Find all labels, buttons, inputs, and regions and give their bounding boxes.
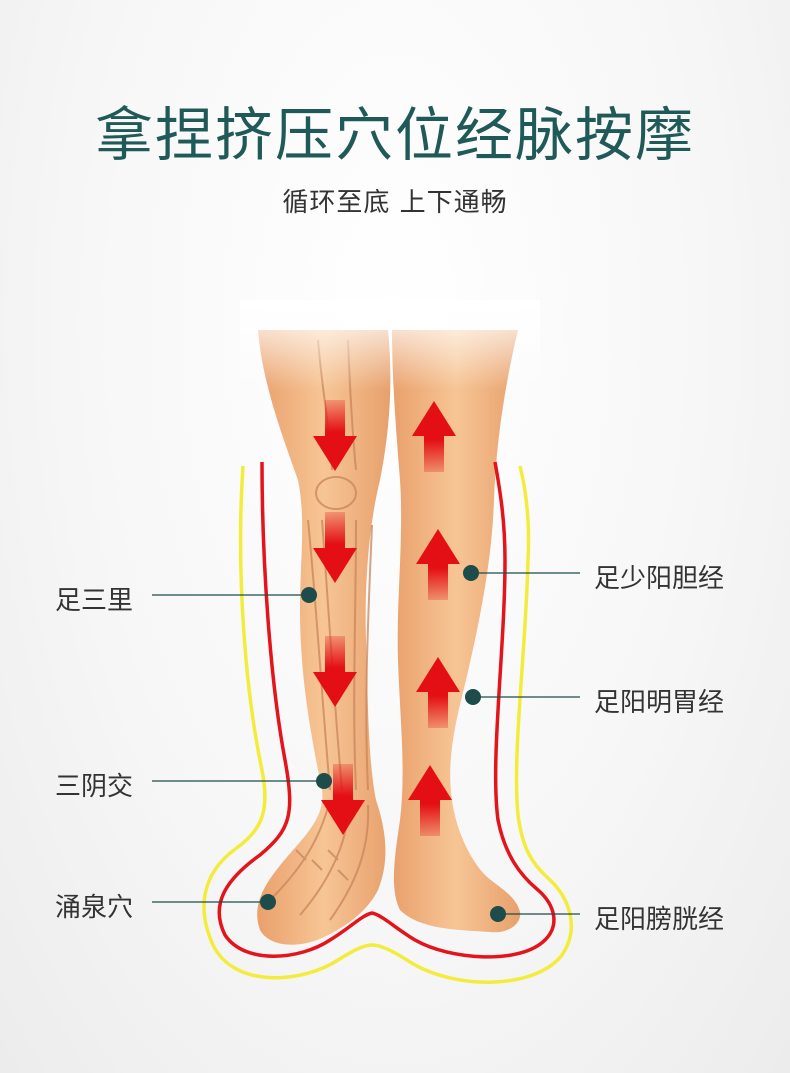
label-zuyangming: 足阳明胃经	[594, 688, 725, 718]
up-arrow-3	[416, 657, 460, 728]
page-title: 拿捏挤压穴位经脉按摩	[94, 101, 695, 169]
left-leg	[257, 330, 391, 945]
yellow-outline	[202, 465, 573, 984]
down-arrow-2	[313, 512, 357, 583]
downward-arrows	[313, 400, 365, 835]
acupoint-markers	[152, 565, 580, 922]
marker-yongquan	[260, 894, 276, 910]
marker-yangming	[465, 689, 481, 705]
up-arrow-2	[416, 529, 460, 600]
label-pangguang: 足阳膀胱经	[594, 905, 725, 935]
marker-pangguang	[490, 906, 506, 922]
marker-zusanli	[301, 587, 317, 603]
down-arrow-4	[321, 764, 365, 835]
down-arrow-1	[313, 400, 357, 471]
up-arrow-4	[408, 765, 452, 836]
label-zushaoyang: 足少阳胆经	[594, 564, 725, 594]
label-yongquan: 涌泉穴	[55, 893, 134, 923]
marker-sanyinjiao	[316, 773, 332, 789]
up-arrow-1	[412, 401, 456, 472]
label-sanyinjiao: 三阴交	[55, 772, 134, 802]
down-arrow-3	[313, 636, 357, 707]
upward-arrows	[408, 401, 460, 836]
label-zusanli: 足三里	[55, 586, 134, 616]
red-outline	[217, 461, 556, 959]
marker-shaoyang	[463, 565, 479, 581]
page-subtitle: 循环至底 上下通畅	[282, 188, 508, 218]
